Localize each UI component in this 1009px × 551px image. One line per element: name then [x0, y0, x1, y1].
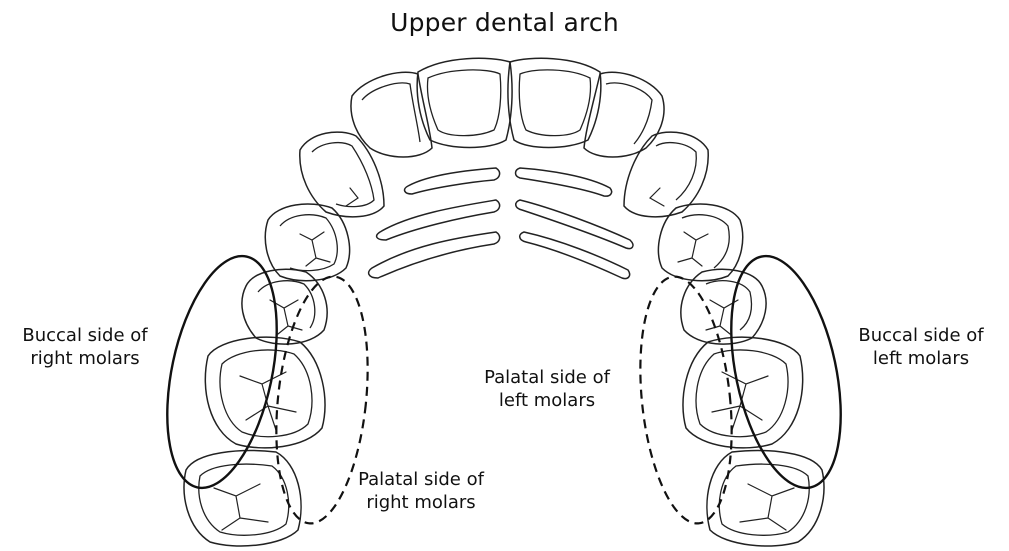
- palatal-left-region: [629, 272, 742, 528]
- buccal-left-region: [713, 246, 860, 498]
- left-central-incisor: [508, 58, 601, 147]
- label-palatal-right: Palatal side of right molars: [342, 468, 500, 514]
- label-palatal-left-line2: left molars: [468, 389, 626, 412]
- left-lateral-incisor: [584, 72, 664, 157]
- left-first-molar: [683, 337, 803, 448]
- label-buccal-left-line2: left molars: [846, 347, 996, 370]
- label-palatal-right-line1: Palatal side of: [342, 468, 500, 491]
- label-buccal-right-line2: right molars: [10, 347, 160, 370]
- label-buccal-left-line1: Buccal side of: [846, 324, 996, 347]
- buccal-right-region: [149, 246, 296, 498]
- label-buccal-right-line1: Buccal side of: [10, 324, 160, 347]
- label-buccal-left: Buccal side of left molars: [846, 324, 996, 370]
- right-second-molar: [184, 451, 301, 546]
- right-first-molar: [205, 337, 325, 448]
- label-palatal-left: Palatal side of left molars: [468, 366, 626, 412]
- right-central-incisor: [417, 58, 512, 147]
- left-second-molar: [707, 451, 824, 546]
- label-palatal-left-line1: Palatal side of: [468, 366, 626, 389]
- label-palatal-right-line2: right molars: [342, 491, 500, 514]
- palatal-rugae: [369, 168, 633, 279]
- label-buccal-right: Buccal side of right molars: [10, 324, 160, 370]
